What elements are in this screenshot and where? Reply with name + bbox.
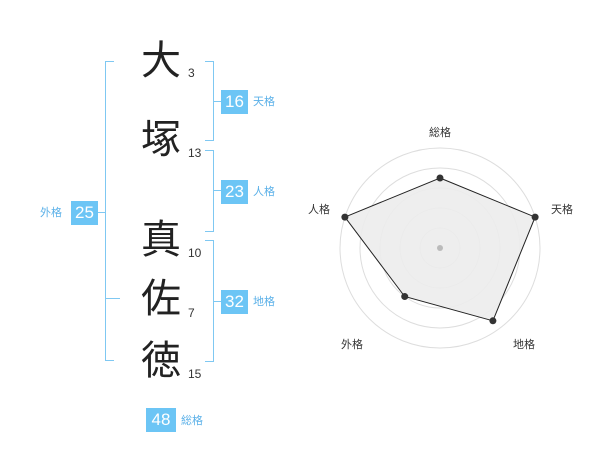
stroke-count-3: 10 <box>188 246 202 260</box>
radar-center-dot <box>437 245 443 251</box>
radar-point-1 <box>531 213 539 221</box>
jinkaku-badge: 23 <box>221 180 248 204</box>
radar-points <box>341 174 539 325</box>
stroke-count-4: 7 <box>188 306 195 320</box>
tenkaku-label: 天格 <box>253 95 275 108</box>
tenkaku-badge: 16 <box>221 90 248 114</box>
tenkaku-connector <box>213 101 221 102</box>
radar-label-tenkaku: 天格 <box>551 203 573 216</box>
gaikaku-bracket <box>105 61 114 361</box>
radar-label-chikaku: 地格 <box>513 338 535 351</box>
stroke-count-5: 15 <box>188 367 202 381</box>
radar-point-0 <box>436 174 444 182</box>
jinkaku-bracket <box>205 150 214 232</box>
name-char-3: 真 <box>141 217 181 263</box>
radar-point-2 <box>489 317 497 325</box>
name-char-2: 塚 <box>141 117 181 163</box>
soukaku-label: 総格 <box>181 414 203 427</box>
gaikaku-connector <box>97 212 105 213</box>
radar-point-4 <box>341 213 349 221</box>
gaikaku-badge: 25 <box>71 201 98 225</box>
stroke-count-2: 13 <box>188 146 202 160</box>
gaikaku-inner-tick <box>106 298 120 299</box>
radar-label-jinkaku: 人格 <box>308 203 330 216</box>
radar-point-3 <box>401 293 409 301</box>
radar-grid-ring-5 <box>339 147 541 349</box>
name-char-1: 大 <box>141 38 181 84</box>
radar-label-soukaku: 総格 <box>429 126 451 139</box>
stroke-count-1: 3 <box>188 66 195 80</box>
name-char-4: 佐 <box>141 276 181 322</box>
jinkaku-label: 人格 <box>253 185 275 198</box>
jinkaku-connector <box>213 190 221 191</box>
name-char-5: 徳 <box>141 338 181 384</box>
chikaku-badge: 32 <box>221 290 248 314</box>
chikaku-label: 地格 <box>253 295 275 308</box>
chikaku-connector <box>213 301 221 302</box>
radar-label-gaikaku: 外格 <box>341 338 363 351</box>
soukaku-badge: 48 <box>146 408 176 432</box>
gaikaku-label: 外格 <box>40 206 62 219</box>
